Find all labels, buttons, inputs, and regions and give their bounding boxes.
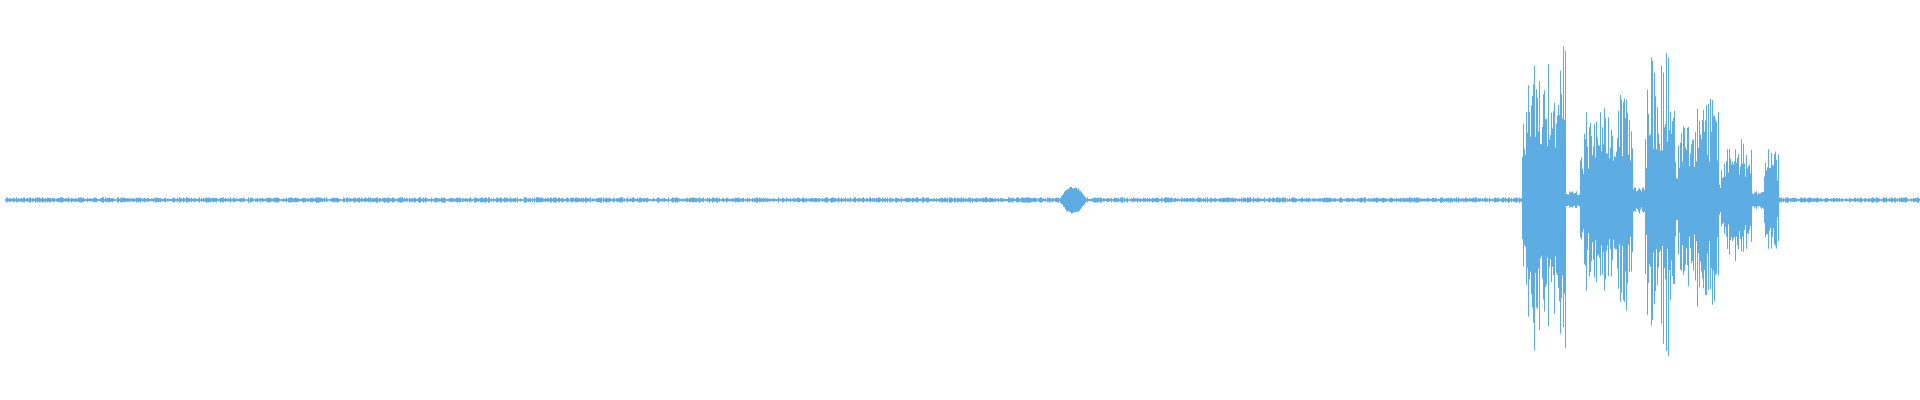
waveform-path (5, 46, 1920, 356)
waveform-bars (5, 46, 1920, 356)
